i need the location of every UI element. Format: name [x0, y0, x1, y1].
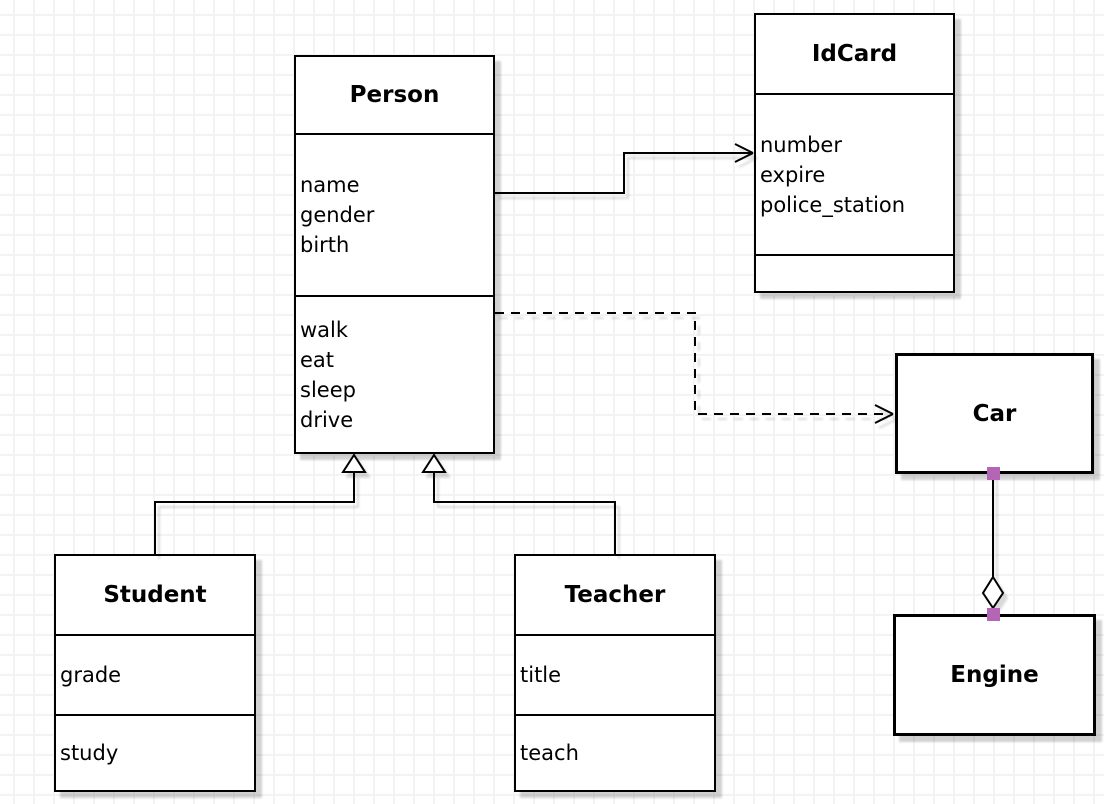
class-student-methods: study — [56, 714, 254, 790]
attribute: gender — [300, 203, 375, 227]
class-student-attributes: grade — [56, 634, 254, 714]
class-student[interactable]: Student grade study — [54, 554, 256, 792]
method: sleep — [300, 377, 356, 402]
association-person-idcard-connector[interactable] — [495, 152, 751, 194]
class-engine[interactable]: Engine — [893, 614, 1096, 736]
hollow-triangle-arrowhead — [421, 453, 447, 473]
method: study — [60, 741, 119, 765]
method: eat — [300, 347, 335, 372]
method: walk — [300, 317, 349, 342]
class-idcard-title: IdCard — [811, 41, 898, 67]
generalization-student-person-connector[interactable] — [154, 472, 355, 554]
hollow-diamond — [981, 575, 1005, 610]
class-teacher-title: Teacher — [564, 582, 666, 608]
method: drive — [300, 407, 354, 432]
dependency-person-car-connector[interactable] — [495, 312, 889, 415]
class-car-title: Car — [972, 400, 1017, 427]
class-person-methods: walk eat sleep drive — [296, 295, 493, 452]
open-arrowhead — [874, 404, 894, 424]
class-idcard-attributes: number expire police_station — [756, 93, 953, 254]
open-arrowhead — [734, 143, 754, 163]
generalization-teacher-person-connector[interactable] — [433, 472, 616, 554]
attribute: expire — [760, 162, 826, 187]
class-teacher-attributes: title — [516, 634, 714, 714]
class-car[interactable]: Car — [895, 353, 1094, 474]
attribute: birth — [300, 233, 350, 257]
attribute: police_station — [760, 192, 906, 217]
method: teach — [520, 741, 579, 765]
attribute: title — [520, 663, 562, 687]
class-teacher[interactable]: Teacher title teach — [514, 554, 716, 792]
class-engine-title: Engine — [950, 662, 1039, 688]
class-idcard[interactable]: IdCard number expire police_station — [754, 13, 955, 293]
class-person[interactable]: Person name gender birth walk eat sleep … — [294, 55, 495, 454]
hollow-triangle-arrowhead — [341, 453, 367, 473]
attribute: number — [760, 132, 842, 157]
class-teacher-methods: teach — [516, 714, 714, 790]
attribute: name — [300, 173, 360, 197]
class-person-attributes: name gender birth — [296, 133, 493, 295]
attribute: grade — [60, 663, 122, 687]
class-person-title: Person — [349, 82, 440, 108]
class-student-title: Student — [103, 582, 207, 608]
class-idcard-methods — [756, 254, 953, 291]
